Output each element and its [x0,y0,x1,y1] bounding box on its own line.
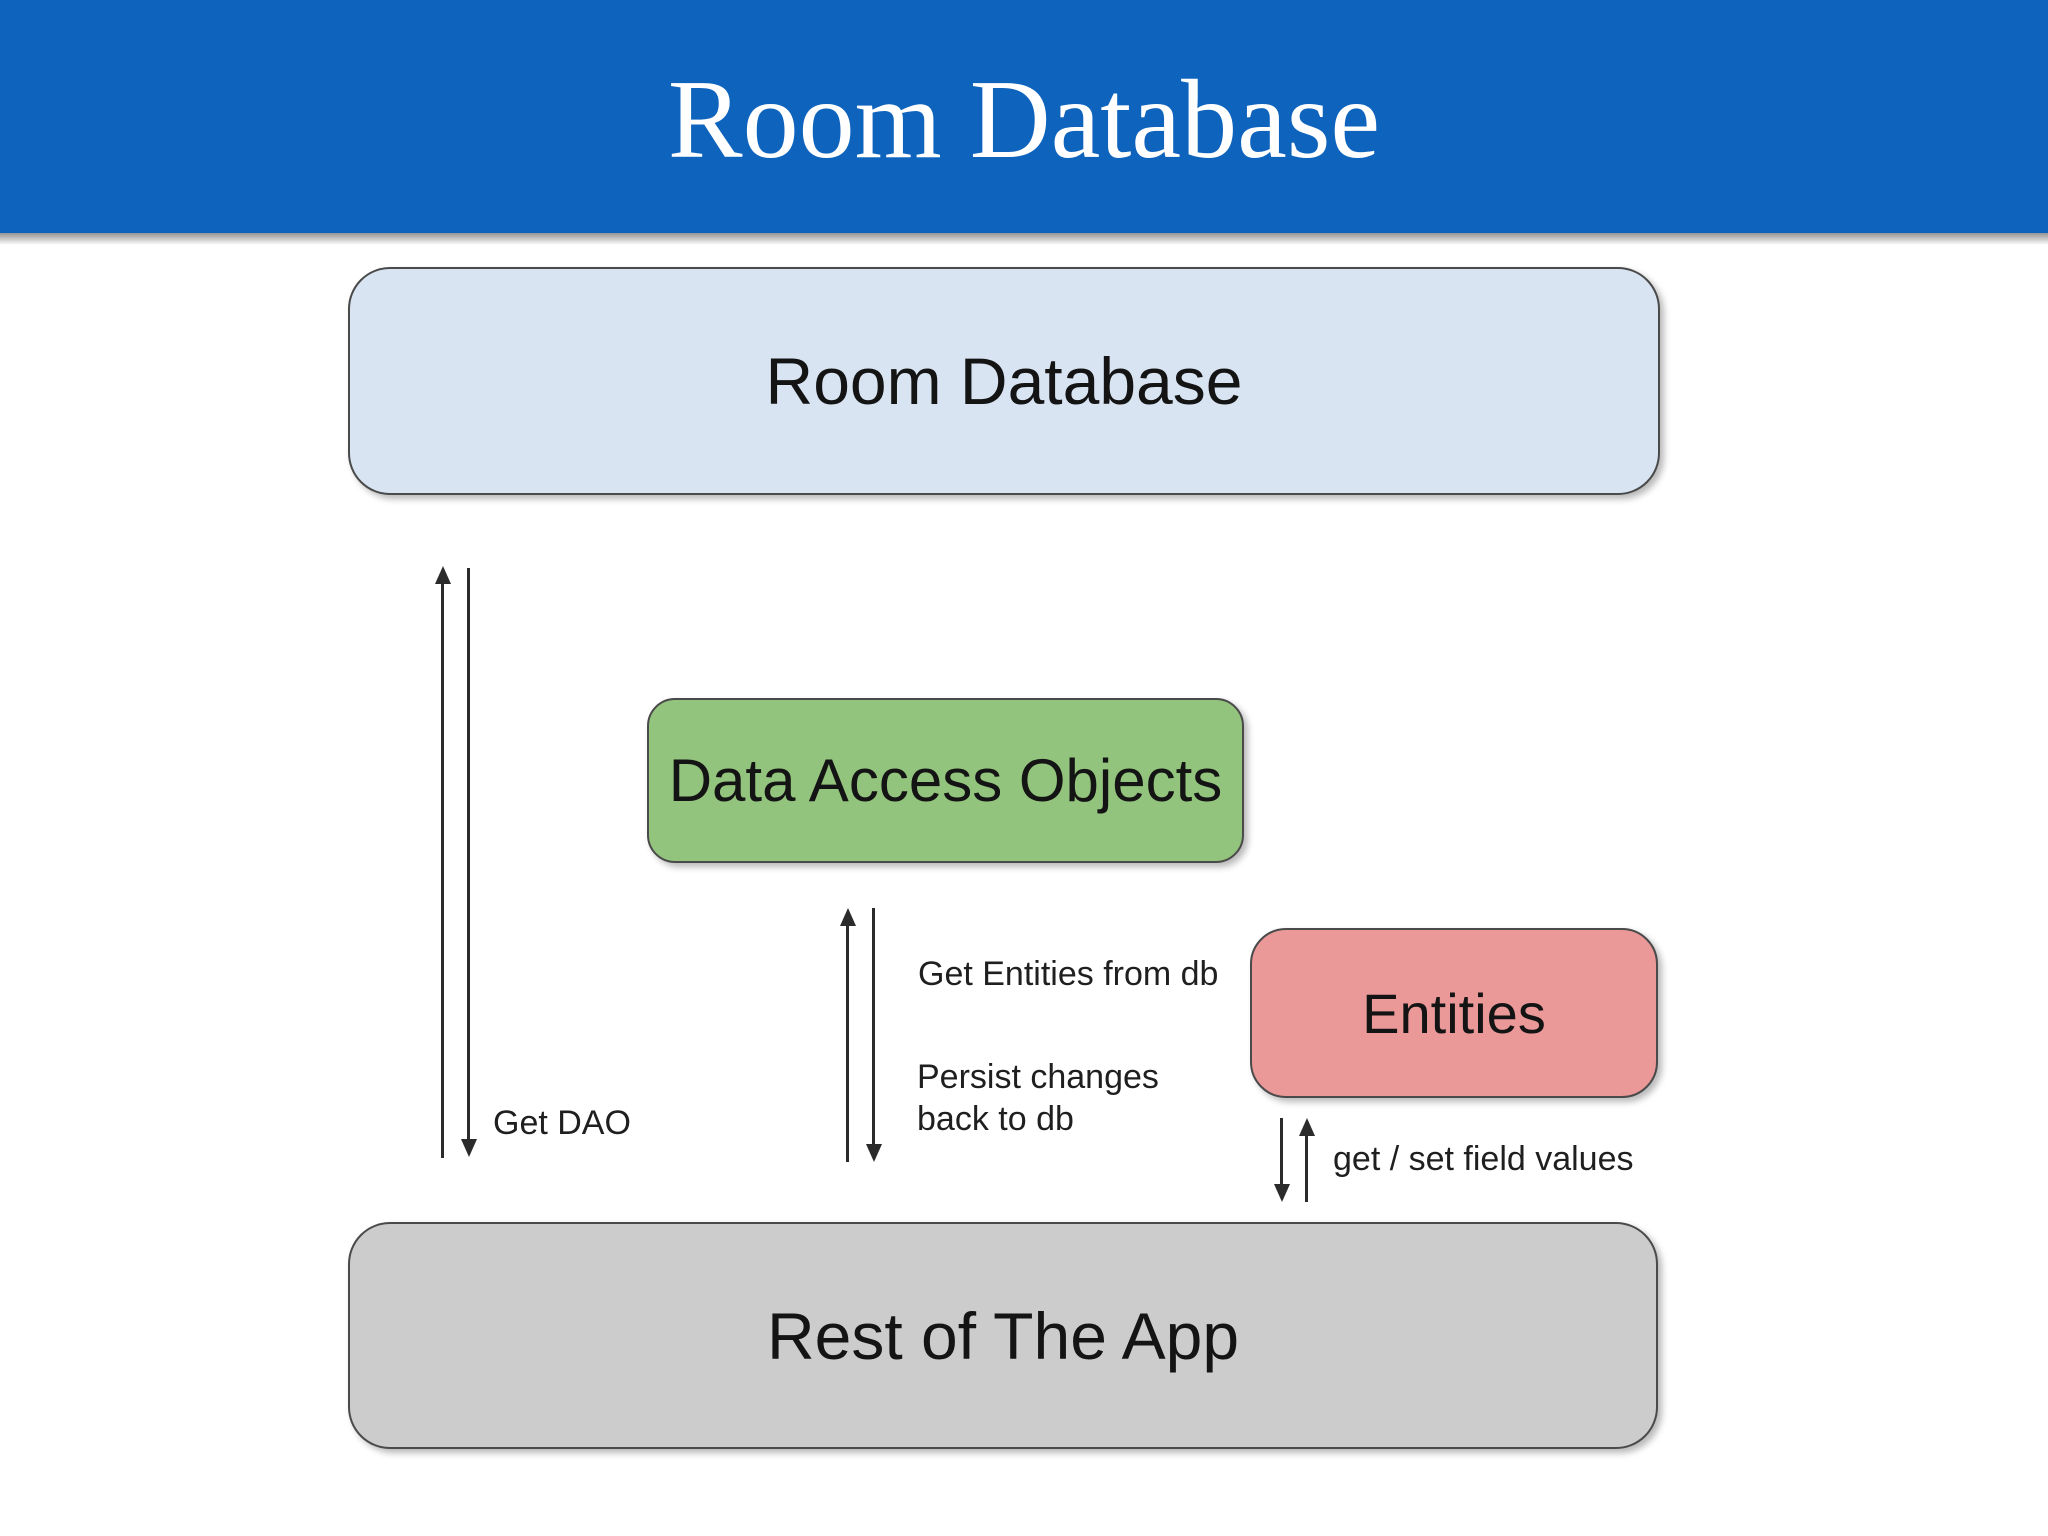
edge-label-get-set-field-values: get / set field values [1333,1140,1634,1178]
arrow-down-entities-to-app [1273,1118,1290,1202]
edge-label-persist-line1: Persist changes [917,1058,1159,1096]
arrow-line [872,908,875,1148]
node-room-database: Room Database [348,267,1660,495]
arrow-line [441,580,444,1158]
arrowhead-down-icon [1274,1184,1290,1202]
arrow-line [1305,1132,1308,1202]
arrow-line [467,568,470,1143]
edge-label-get-dao: Get DAO [493,1104,631,1142]
arrowhead-up-icon [1299,1118,1315,1136]
arrow-down-dao-to-app [865,908,882,1162]
edge-label-get-entities: Get Entities from db [918,955,1219,993]
arrow-down-roomdb-to-app [460,568,477,1157]
slide-title: Room Database [667,57,1381,182]
node-data-access-objects: Data Access Objects [647,698,1244,863]
arrow-up-app-to-dao [839,908,856,1162]
node-rest-of-the-app: Rest of The App [348,1222,1658,1449]
arrow-up-app-to-entities [1298,1118,1315,1202]
node-data-access-objects-label: Data Access Objects [668,747,1223,814]
node-entities-label: Entities [1362,981,1546,1045]
arrowhead-up-icon [435,566,451,584]
header-bar: Room Database [0,0,2048,233]
arrowhead-up-icon [840,908,856,926]
node-rest-of-the-app-label: Rest of The App [766,1298,1240,1373]
node-room-database-label: Room Database [765,344,1243,418]
arrowhead-down-icon [461,1139,477,1157]
edge-label-persist-changes: Persist changes back to db [917,1056,1159,1140]
arrow-line [846,922,849,1162]
arrowhead-down-icon [866,1144,882,1162]
header-shadow [0,233,2048,245]
arrow-up-app-to-roomdb [434,566,451,1158]
node-entities: Entities [1250,928,1658,1098]
arrow-line [1280,1118,1283,1188]
edge-label-persist-line2: back to db [917,1100,1074,1138]
